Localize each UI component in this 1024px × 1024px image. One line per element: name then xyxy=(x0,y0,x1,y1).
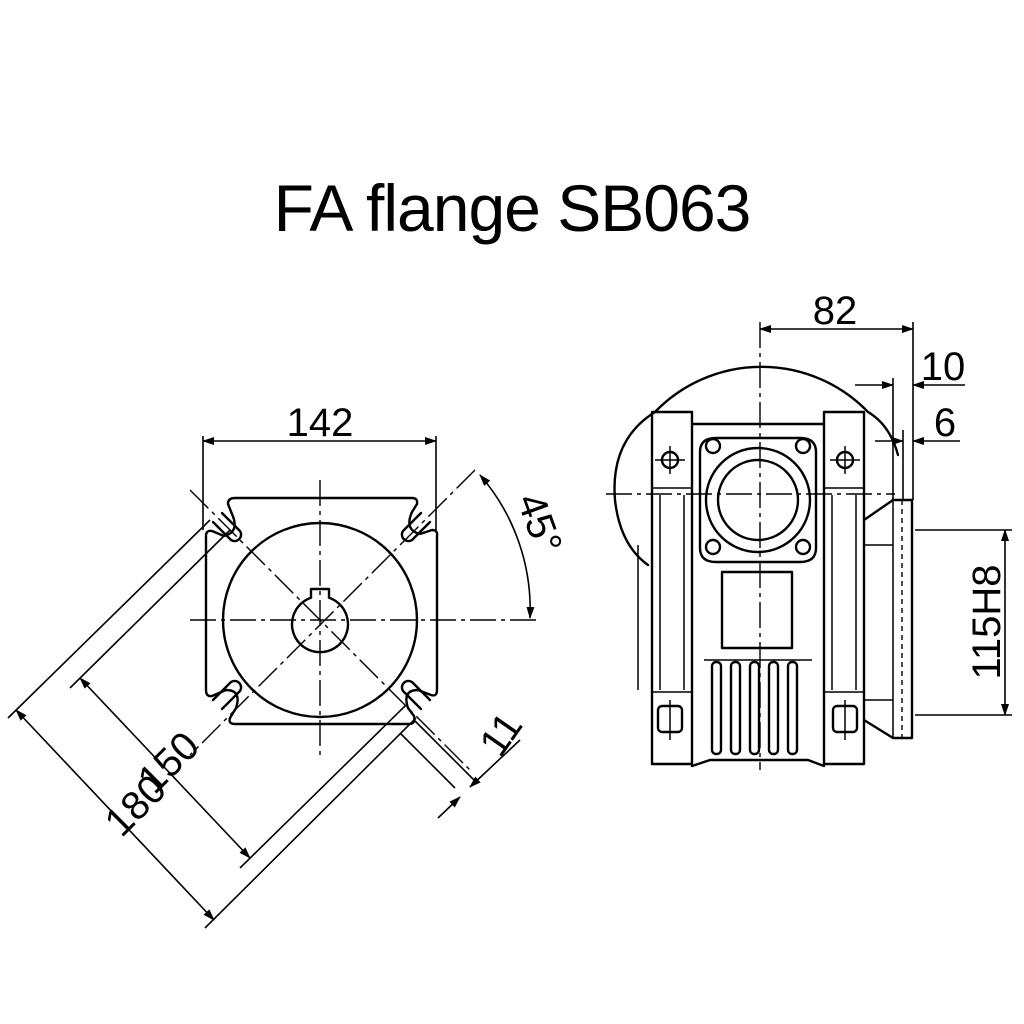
dim-offset-b-label: 6 xyxy=(934,401,956,445)
dim-pilot-label: 115H8 xyxy=(965,565,1009,680)
dim-offset-a-label: 10 xyxy=(921,345,966,389)
left-rail xyxy=(650,410,694,766)
gearbox-side-view: 82 10 6 115H8 xyxy=(606,289,1012,770)
output-flange xyxy=(862,498,914,740)
inspection-window xyxy=(720,570,794,650)
drawing-title: FA flange SB063 xyxy=(273,171,752,245)
flange-front-view: 142 45° 150 180 11 xyxy=(7,401,570,929)
dim-width-label: 142 xyxy=(287,401,354,445)
rail-holes xyxy=(655,446,860,740)
right-rail xyxy=(822,410,866,766)
wheel-housing-arc xyxy=(653,365,870,414)
input-bore-outer xyxy=(704,446,812,554)
dim-angle-label: 45° xyxy=(508,488,570,560)
cooling-fins xyxy=(704,659,812,756)
dim-depth-label: 82 xyxy=(813,289,858,333)
dim-hole-label: 11 xyxy=(471,705,531,764)
bore-with-keyway xyxy=(290,587,350,654)
input-flange-plate xyxy=(698,436,818,564)
